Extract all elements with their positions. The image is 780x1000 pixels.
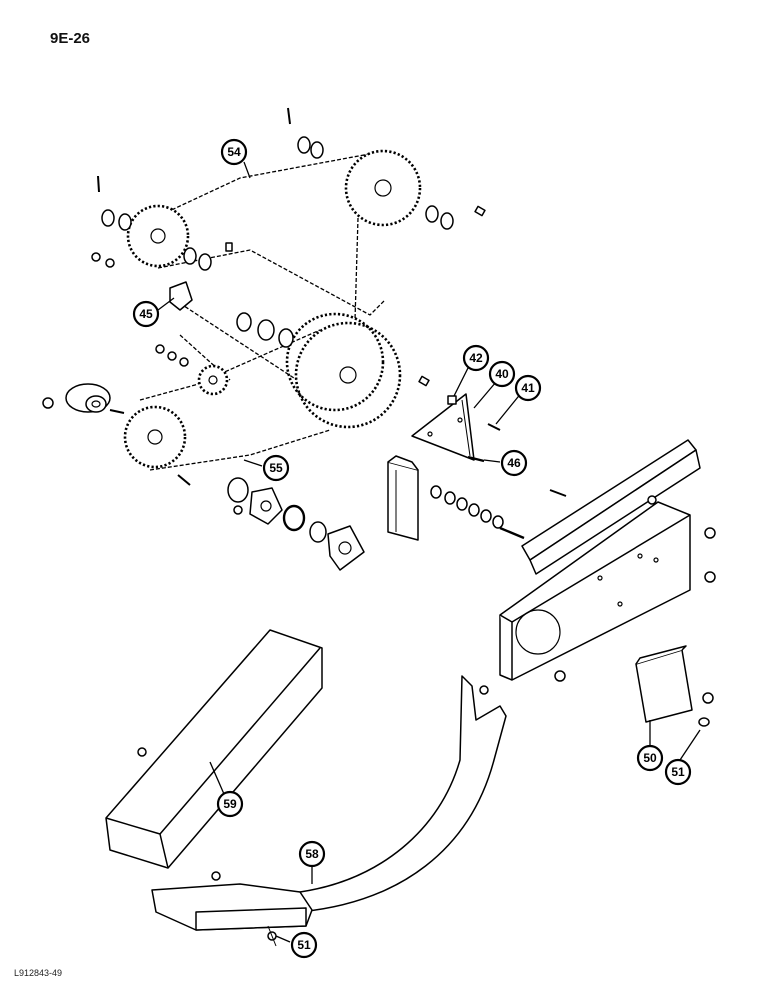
support-plate — [499, 501, 691, 681]
callout-label: 42 — [469, 351, 483, 365]
upper-left-sprocket — [126, 204, 190, 268]
callout-label: 45 — [139, 307, 153, 321]
drive-chain-upper — [149, 151, 386, 383]
channel-rail — [521, 439, 701, 575]
mounting-bracket — [387, 455, 419, 541]
nut-42 — [447, 395, 457, 405]
callout-label: 51 — [671, 765, 685, 779]
leader-lines — [157, 161, 701, 943]
bolt-51-right — [698, 692, 714, 727]
tensioner-arm — [169, 281, 193, 311]
callout-51-right: 51 — [664, 758, 692, 786]
callout-45: 45 — [132, 300, 160, 328]
callout-label: 51 — [297, 938, 311, 952]
lower-left-sprocket — [123, 405, 187, 469]
callout-label: 40 — [495, 367, 509, 381]
guard-bracket-59 — [105, 629, 323, 869]
large-sprocket — [285, 312, 402, 429]
callout-label: 54 — [227, 145, 241, 159]
bolt-41 — [487, 423, 501, 431]
callout-40: 40 — [488, 360, 516, 388]
callout-59: 59 — [216, 790, 244, 818]
callout-42: 42 — [462, 344, 490, 372]
bolt-51-bottom — [267, 925, 277, 947]
callout-54: 54 — [220, 138, 248, 166]
shaft-washer-stack — [430, 485, 525, 540]
callout-label: 58 — [305, 847, 319, 861]
callout-41: 41 — [514, 374, 542, 402]
callout-58: 58 — [298, 840, 326, 868]
callout-label: 50 — [643, 751, 657, 765]
callout-55: 55 — [262, 454, 290, 482]
small-sprocket — [197, 364, 229, 396]
callout-46: 46 — [500, 449, 528, 477]
bearing-assembly — [227, 477, 365, 571]
page-number: 9E-26 — [50, 30, 91, 47]
upper-right-sprocket — [344, 149, 422, 227]
callout-51-bottom: 51 — [290, 931, 318, 959]
flange-hub — [65, 383, 111, 413]
callout-label: 46 — [507, 456, 521, 470]
bolts — [97, 107, 291, 486]
callout-label: 59 — [223, 797, 237, 811]
callout-label: 41 — [521, 381, 535, 395]
callout-50: 50 — [636, 744, 664, 772]
bolt-46 — [467, 455, 485, 463]
figure-id: L912843-49 — [14, 968, 63, 978]
bracket-50 — [635, 645, 693, 723]
nuts-right — [549, 489, 716, 682]
washers — [42, 136, 486, 409]
angle-bracket-40 — [411, 393, 475, 461]
curved-guard-58 — [151, 675, 507, 931]
callout-label: 55 — [269, 461, 283, 475]
